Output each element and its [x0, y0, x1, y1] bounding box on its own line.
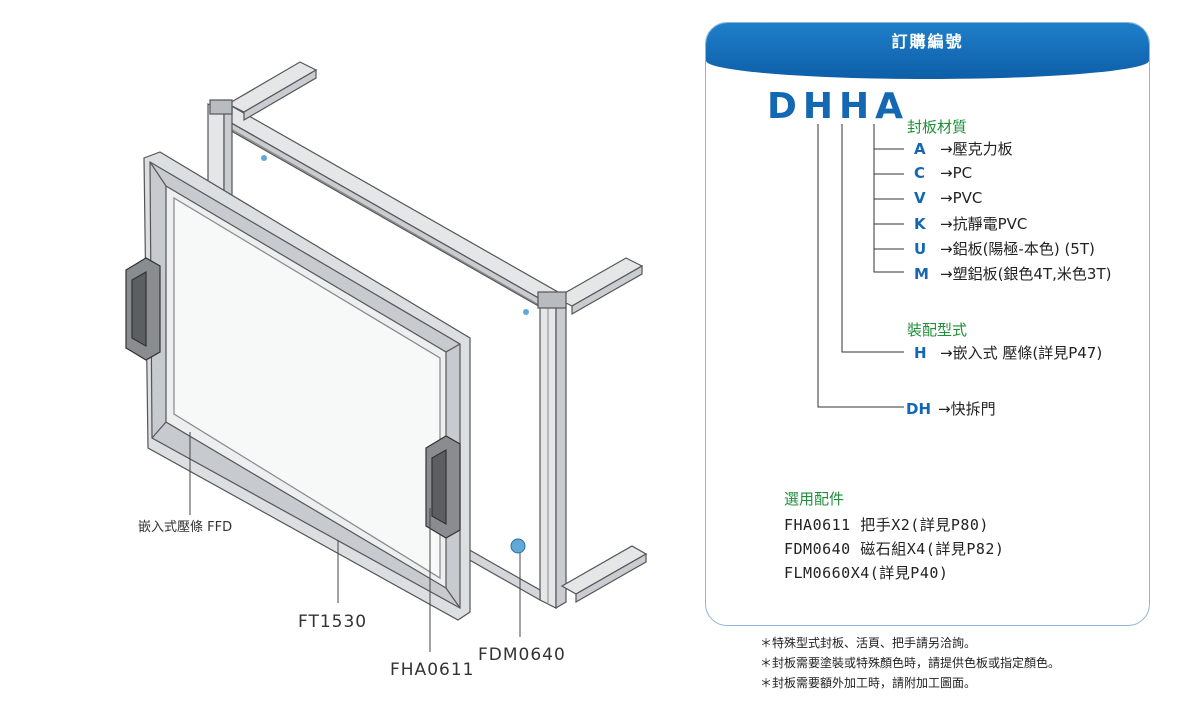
ordering-code-card: 訂購編號: [705, 22, 1150, 626]
assembly-option-h: H →嵌入式 壓條(詳見P47): [914, 342, 1102, 363]
option-letter: DH: [906, 400, 932, 418]
option-text: →壓克力板: [940, 140, 1013, 158]
note-line: ＊封板需要塗裝或特殊顏色時，請提供色板或指定顏色。: [760, 656, 1061, 670]
category-assembly: 裝配型式: [907, 321, 968, 339]
option-letter: V: [914, 189, 926, 207]
option-letter: U: [914, 240, 927, 258]
option-text: →鋁板(陽極-本色) (5T): [940, 240, 1095, 258]
handle-right: [425, 435, 461, 539]
option-letter: M: [914, 265, 929, 283]
optional-part-item: FHA0611 把手X2(詳見P80): [784, 516, 989, 534]
door-panel: [143, 151, 471, 621]
handle-left: [125, 257, 161, 361]
material-option-v: V →PVC: [914, 188, 982, 207]
label-fdm0640: FDM0640: [478, 645, 566, 665]
note-line: ＊封板需要額外加工時，請附加工圖面。: [760, 676, 977, 690]
option-text: →快拆門: [938, 400, 996, 418]
option-letter: C: [914, 164, 926, 182]
card-title: 訂購編號: [891, 32, 964, 51]
option-text: →PVC: [940, 189, 983, 207]
option-letter: H: [914, 344, 927, 362]
type-option-dh: DH →快拆門: [906, 398, 996, 419]
aluminum-frame: [207, 61, 648, 610]
order-code: DHHA: [767, 86, 910, 127]
label-ft1530: FT1530: [298, 612, 368, 632]
option-letter: K: [914, 215, 926, 233]
option-text: →抗靜電PVC: [940, 215, 1028, 233]
material-option-u: U →鋁板(陽極-本色) (5T): [914, 238, 1095, 259]
material-option-m: M →塑鋁板(銀色4T,米色3T): [914, 263, 1111, 284]
option-letter: A: [914, 140, 926, 158]
card-header: [706, 23, 1149, 79]
option-text: →塑鋁板(銀色4T,米色3T): [940, 265, 1112, 283]
material-option-a: A →壓克力板: [914, 138, 1013, 159]
category-material: 封板材質: [907, 118, 968, 136]
door-assembly-illustration: [125, 61, 648, 652]
note-line: ＊特殊型式封板、活頁、把手請另洽詢。: [760, 636, 977, 650]
optional-part-item: FDM0640 磁石組X4(詳見P82): [784, 540, 1005, 558]
material-option-k: K →抗靜電PVC: [914, 213, 1027, 234]
optional-part-item: FLM0660X4(詳見P40): [784, 564, 949, 582]
optional-parts-title: 選用配件: [784, 490, 845, 508]
option-text: →嵌入式 壓條(詳見P47): [940, 344, 1103, 362]
label-ffd: 嵌入式壓條 FFD: [138, 520, 233, 535]
material-option-c: C →PC: [914, 163, 972, 182]
magnet-icon: [510, 538, 526, 554]
label-fha0611: FHA0611: [390, 660, 475, 680]
option-text: →PC: [940, 164, 973, 182]
